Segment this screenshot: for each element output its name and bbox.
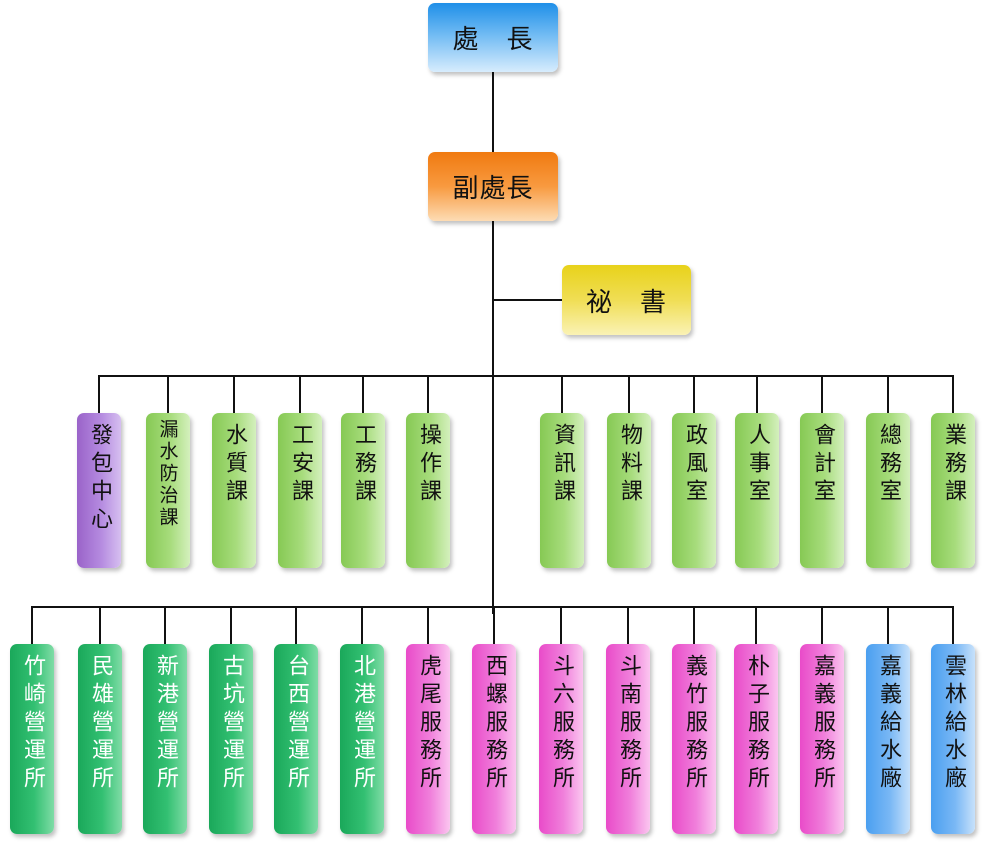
field-office-box[interactable]: 嘉義給水廠 [866,644,910,834]
unit-box[interactable]: 總務室 [866,413,910,568]
field-office-connector [230,606,232,644]
secretary-box[interactable]: 祕 書 [562,265,691,335]
field-office-label: 西螺服務所 [482,654,507,794]
deputy-director-label: 副處長 [452,174,534,204]
unit-label: 政風室 [682,423,707,507]
unit-box[interactable]: 工安課 [278,413,322,568]
field-office-label: 朴子服務所 [744,654,769,794]
unit-connector [952,375,954,413]
unit-box[interactable]: 工務課 [341,413,385,568]
field-office-connector [560,606,562,644]
unit-label: 漏水防治課 [156,419,179,529]
field-office-label: 台西營運所 [284,654,309,794]
field-office-connector [164,606,166,644]
unit-connector [427,375,429,413]
director-label: 處 長 [452,25,534,55]
unit-label: 業務課 [941,423,966,507]
unit-box[interactable]: 資訊課 [540,413,584,568]
unit-label: 操作課 [416,423,441,507]
field-office-box[interactable]: 雲林給水廠 [931,644,975,834]
field-office-box[interactable]: 斗六服務所 [539,644,583,834]
unit-label: 資訊課 [550,423,575,507]
unit-connector [98,375,100,413]
unit-label: 工安課 [288,423,313,507]
field-office-connector [31,606,33,644]
field-office-label: 新港營運所 [153,654,178,794]
field-office-connector [952,606,954,644]
field-office-box[interactable]: 民雄營運所 [78,644,122,834]
unit-label: 水質課 [222,423,247,507]
field-office-box[interactable]: 虎尾服務所 [406,644,450,834]
field-office-box[interactable]: 朴子服務所 [734,644,778,834]
connector-field-bus [32,606,953,608]
field-office-label: 民雄營運所 [88,654,113,794]
unit-connector [693,375,695,413]
field-office-label: 竹崎營運所 [20,654,45,794]
unit-box[interactable]: 人事室 [735,413,779,568]
field-office-connector [427,606,429,644]
deputy-director-box[interactable]: 副處長 [428,152,558,221]
unit-connector [233,375,235,413]
unit-label: 會計室 [810,423,835,507]
field-office-label: 斗六服務所 [549,654,574,794]
field-office-box[interactable]: 義竹服務所 [672,644,716,834]
field-office-label: 斗南服務所 [616,654,641,794]
field-office-box[interactable]: 台西營運所 [274,644,318,834]
field-office-box[interactable]: 北港營運所 [340,644,384,834]
field-office-label: 嘉義給水廠 [876,654,901,794]
unit-connector [628,375,630,413]
director-box[interactable]: 處 長 [428,3,558,72]
unit-connector [362,375,364,413]
field-office-box[interactable]: 新港營運所 [143,644,187,834]
field-office-box[interactable]: 古坑營運所 [209,644,253,834]
field-office-label: 嘉義服務所 [810,654,835,794]
field-office-connector [627,606,629,644]
unit-box[interactable]: 水質課 [212,413,256,568]
field-office-connector [693,606,695,644]
connector-secretary [492,299,562,301]
field-office-label: 北港營運所 [350,654,375,794]
unit-box[interactable]: 政風室 [672,413,716,568]
field-office-label: 古坑營運所 [219,654,244,794]
unit-label: 發包中心 [87,423,112,535]
connector-units-bus [98,375,953,377]
connector-director-deputy [492,72,494,154]
field-office-connector [493,606,495,644]
unit-connector [821,375,823,413]
unit-label: 人事室 [745,423,770,507]
unit-box[interactable]: 物料課 [607,413,651,568]
field-office-connector [821,606,823,644]
field-office-box[interactable]: 嘉義服務所 [800,644,844,834]
field-office-label: 義竹服務所 [682,654,707,794]
connector-main-trunk [492,220,494,614]
field-office-label: 虎尾服務所 [416,654,441,794]
unit-connector [167,375,169,413]
unit-connector [561,375,563,413]
unit-connector [299,375,301,413]
field-office-label: 雲林給水廠 [941,654,966,794]
unit-box[interactable]: 會計室 [800,413,844,568]
unit-box[interactable]: 業務課 [931,413,975,568]
field-office-connector [755,606,757,644]
unit-box[interactable]: 漏水防治課 [146,413,190,568]
unit-box[interactable]: 操作課 [406,413,450,568]
unit-label: 工務課 [351,423,376,507]
unit-connector [756,375,758,413]
unit-label: 總務室 [876,423,901,507]
unit-connector [887,375,889,413]
field-office-connector [887,606,889,644]
field-office-connector [99,606,101,644]
field-office-box[interactable]: 斗南服務所 [606,644,650,834]
field-office-connector [361,606,363,644]
secretary-label: 祕 書 [585,287,667,318]
field-office-box[interactable]: 西螺服務所 [472,644,516,834]
unit-label: 物料課 [617,423,642,507]
field-office-box[interactable]: 竹崎營運所 [10,644,54,834]
field-office-connector [295,606,297,644]
unit-box[interactable]: 發包中心 [77,413,121,568]
